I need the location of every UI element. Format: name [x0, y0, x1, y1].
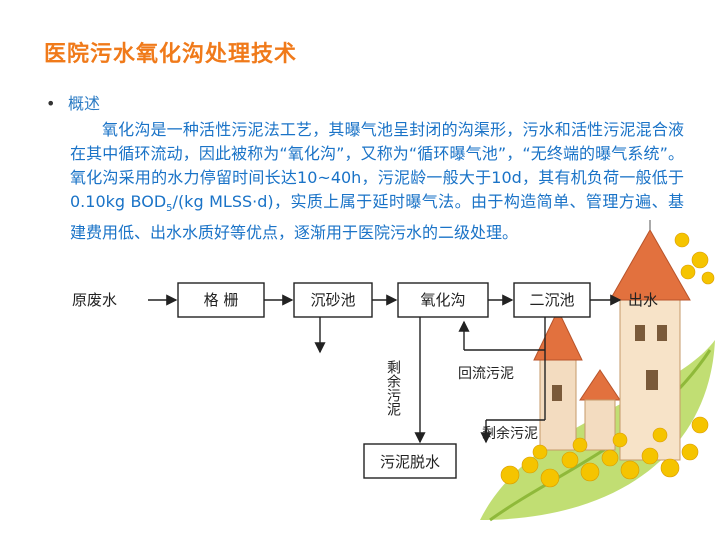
input-label: 原废水 [72, 291, 117, 309]
bullet-overview: • 概述 [46, 90, 100, 114]
overview-paragraph: 氧化沟是一种活性污泥法工艺，其曝气池呈封闭的沟渠形，污水和活性污泥混合液在其中循… [70, 118, 684, 245]
excess-sludge-label-2: 剩余污泥 [482, 425, 538, 442]
process-flow-diagram: 原废水 格 栅 沉砂池 氧化沟 二沉池 出水 回流污泥 剩余污泥 污泥脱水 剩余… [72, 282, 658, 479]
section-label: 概述 [68, 94, 101, 113]
box-oxidation-ditch: 氧化沟 [420, 291, 465, 309]
box-screen: 格 栅 [204, 291, 239, 309]
paragraph-part2: /(kg MLSS·d)，实质上属于延时曝气法。由于构造简单、管理方遍、基建费用… [70, 192, 684, 243]
return-sludge-label: 回流污泥 [458, 366, 514, 382]
box-grit-chamber: 沉砂池 [310, 291, 355, 309]
box-secondary-clarifier: 二沉池 [529, 291, 574, 309]
paragraph-part1: 氧化沟是一种活性污泥法工艺，其曝气池呈封闭的沟渠形，污水和活性污泥混合液在其中循… [70, 120, 684, 211]
box-sludge-dewatering: 污泥脱水 [380, 453, 440, 471]
castle-flowers-illustration [480, 220, 715, 522]
paragraph-subscript: 5 [166, 203, 173, 215]
bullet-marker: • [46, 94, 56, 113]
slide-title: 医院污水氧化沟处理技术 [44, 42, 298, 67]
output-label: 出水 [628, 291, 658, 309]
excess-sludge-label-1: 剩余污泥 [385, 360, 401, 417]
